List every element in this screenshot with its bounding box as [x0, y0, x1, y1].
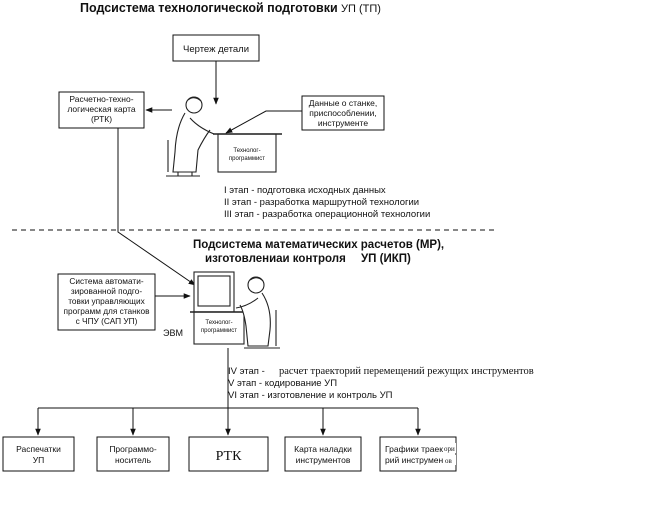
- output-printouts-box: Распечатки УП: [2, 436, 75, 472]
- output-tool-graphs-box: Графики траект рий инструмент ори ов: [379, 436, 457, 472]
- subsystem1-abbr: УП (ТП): [341, 3, 381, 15]
- setup-card-line1: Карта наладки: [294, 444, 352, 454]
- machine-data-line1: Данные о станке,: [309, 98, 378, 108]
- printouts-line2: УП: [33, 455, 45, 465]
- stage5-text: V этап - кодирование УП: [228, 378, 337, 389]
- desk1-label-line1: Технолог-: [233, 148, 260, 154]
- rtk-output-label: РТК: [216, 449, 243, 464]
- carrier-line2: носитель: [115, 455, 152, 465]
- cad-line2: зированной подго-: [71, 286, 143, 296]
- cad-system-box: Система автомати- зированной подго- товк…: [57, 273, 156, 331]
- drawing-box: Чертеж детали: [172, 34, 260, 62]
- tool-graphs-line2: рий инструмент: [385, 455, 447, 465]
- subsystem2-title-line1: Подсистема математических расчетов (МР),: [193, 239, 444, 251]
- tool-graphs-overlay1: ори: [444, 445, 455, 453]
- output-rtk-box: РТК: [188, 436, 269, 472]
- stage4-text: расчет траекторий перемещений режущих ин…: [279, 366, 534, 377]
- subsystem1-title: Подсистема технологической подготовки: [80, 1, 338, 15]
- rtk-card-line3: (РТК): [91, 114, 112, 124]
- tool-graphs-line1: Графики траект: [385, 444, 447, 454]
- arrow-data-to-engineer: [225, 110, 302, 134]
- cad-line3: товки управляющих: [68, 296, 145, 306]
- distribution-connectors: [35, 348, 421, 436]
- arrow-rtk-to-computer: [117, 128, 196, 286]
- desk2-label-line2: программист: [201, 328, 237, 334]
- machine-data-line2: приспособлении,: [309, 108, 376, 118]
- evm-label: ЭВМ: [163, 328, 183, 338]
- computer-operator-illustration: [190, 271, 280, 349]
- desk2-label-line1: Технолог-: [205, 320, 232, 326]
- desk1-label-line2: программист: [229, 156, 265, 162]
- cad-line4: программ для станков: [64, 306, 151, 316]
- cad-line5: с ЧПУ (САП УП): [76, 316, 138, 326]
- tool-graphs-overlay2: ов: [445, 457, 453, 465]
- cad-line1: Система автомати-: [69, 276, 143, 286]
- drawing-label: Чертеж детали: [183, 44, 249, 55]
- setup-card-line2: инструментов: [296, 455, 351, 465]
- stage3-text: III этап - разработка операционной техно…: [224, 209, 430, 220]
- output-setup-card-box: Карта наладки инструментов: [284, 436, 362, 472]
- stage6-text: VI этап - изготовление и контроль УП: [228, 390, 393, 401]
- stage1-text: I этап - подготовка исходных данных: [224, 185, 386, 196]
- output-carrier-box: Программо- носитель: [96, 436, 170, 472]
- machine-data-line3: инструменте: [318, 118, 368, 128]
- rtk-card-line1: Расчетно-техно-: [69, 94, 133, 104]
- stage2-text: II этап - разработка маршрутной технолог…: [224, 197, 419, 208]
- printouts-line1: Распечатки: [16, 444, 61, 454]
- engineer-at-desk-illustration: [166, 96, 282, 177]
- rtk-card-box: Расчетно-техно- логическая карта (РТК): [58, 91, 145, 129]
- rtk-card-line2: логическая карта: [67, 104, 136, 114]
- subsystem2-title-line2: изготовлениаи контроля: [205, 253, 346, 265]
- stage4-prefix: IV этап -: [228, 366, 265, 377]
- machine-data-box: Данные о станке, приспособлении, инструм…: [301, 95, 385, 131]
- subsystem2-abbr: УП (ИКП): [361, 253, 411, 265]
- carrier-line1: Программо-: [109, 444, 157, 454]
